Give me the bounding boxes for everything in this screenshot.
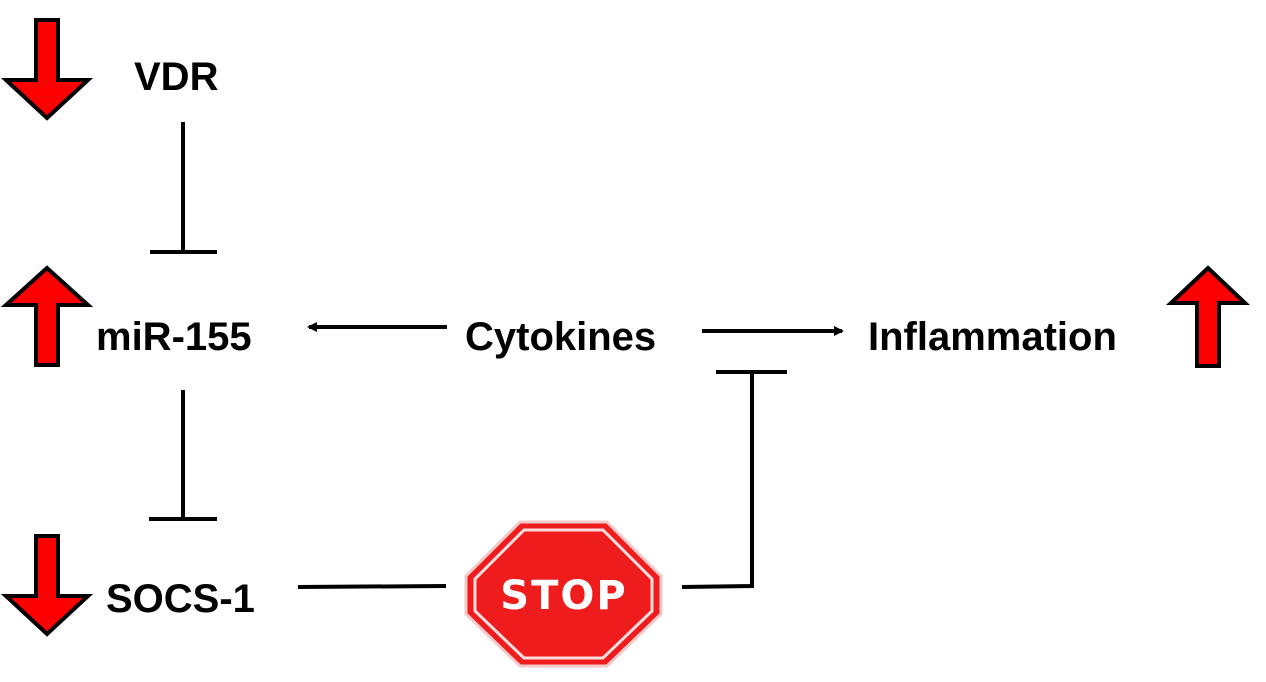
stop-inhibition-line	[681, 373, 754, 589]
inflammation-label: Inflammation	[868, 315, 1117, 359]
inflammation-up-arrow-icon	[1165, 265, 1251, 368]
mir155-label: miR-155	[96, 315, 252, 359]
stop-sign-label: STOP	[500, 573, 627, 619]
cytokines-label: Cytokines	[465, 315, 656, 359]
vdr-down-arrow-icon	[0, 18, 94, 121]
socs1-to-stop-line	[297, 584, 447, 589]
stop-sign-icon: STOP	[464, 520, 663, 668]
socs1-label: SOCS-1	[106, 577, 255, 621]
socs1-down-arrow-icon	[0, 534, 94, 637]
mir155-up-arrow-icon	[0, 265, 94, 367]
vdr-label: VDR	[134, 55, 219, 99]
